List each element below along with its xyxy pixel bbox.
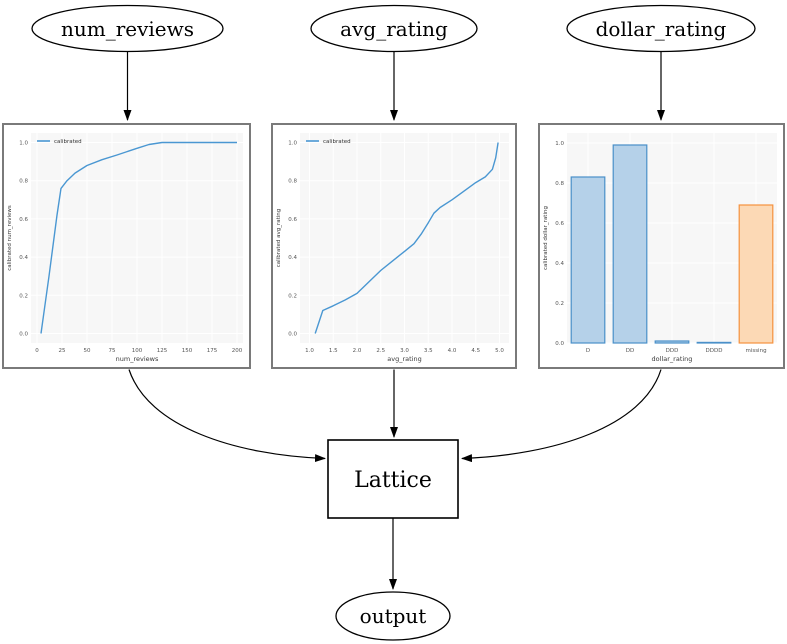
node-dollar-rating [566,4,756,53]
y-axis-label: calibrated dollar_rating [543,206,549,270]
x-tick-label: 2.0 [353,348,362,354]
y-tick-label: 0.8 [288,179,297,185]
y-tick-label: 0.4 [19,255,28,261]
calibrator-chart-num-reviews: 0 25 50 75 100 125 150 175 200 0.0 0.2 0.4 0.6 0.8 1.0… [2,123,251,369]
y-tick-label: 1.0 [19,141,28,147]
bar-missing [738,204,774,344]
x-tick-label: 75 [109,348,116,354]
y-tick-label: 0.0 [288,331,297,337]
calibrator-chart-avg-rating: 1.0 1.5 2.0 2.5 3.0 3.5 4.0 4.5 5.0 0.0 0.2 0.4 0.6 0… [271,123,517,369]
calibration-curve [314,142,499,334]
x-tick-label: 1.5 [329,348,338,354]
y-tick-label: 0.2 [288,293,297,299]
bar-DD [612,144,648,344]
x-tick-label: DDDD [706,348,723,354]
x-tick-label: 125 [157,348,168,354]
x-tick-label: 0 [35,348,39,354]
x-tick-label: 100 [132,348,143,354]
node-lattice [327,439,459,519]
x-tick-label: 4.0 [448,348,457,354]
node-avg-rating [310,4,478,53]
x-tick-label: DDD [666,348,679,354]
edge-calibrator1-to-lattice [128,369,326,463]
x-axis-label: avg_rating [387,355,421,363]
x-tick-label: missing [745,348,766,354]
node-num-reviews-label: num_reviews [61,17,194,41]
x-axis-label: num_reviews [116,355,159,363]
node-lattice-label: Lattice [354,468,432,493]
x-tick-label: 2.5 [376,348,385,354]
calibration-curve [40,141,237,334]
node-avg-rating-label: avg_rating [340,17,448,41]
y-tick-label: 0.2 [19,293,28,299]
x-axis-label: dollar_rating [652,355,693,363]
bar-DDD [654,340,690,344]
x-tick-label: D [586,348,590,354]
x-tick-label: 5.0 [495,348,504,354]
edge-calibrator3-to-lattice [461,369,662,463]
avg-rating-calibration-plot: 1.0 1.5 2.0 2.5 3.0 3.5 4.0 4.5 5.0 0.0 0.2 0.4 0.6 0… [276,133,509,363]
legend-label: calibrated [323,139,351,145]
y-tick-label: 1.0 [555,141,564,147]
node-num-reviews [31,4,224,53]
x-tick-label: 200 [232,348,243,354]
x-tick-label: 50 [84,348,91,354]
x-tick-label: 150 [182,348,193,354]
node-output [335,591,451,641]
x-tick-label: 25 [59,348,66,354]
node-dollar-rating-label: dollar_rating [596,17,727,41]
y-tick-label: 0.2 [555,301,564,307]
y-tick-label: 0.6 [19,217,28,223]
y-tick-label: 0.4 [288,255,297,261]
y-tick-label: 0.6 [288,217,297,223]
x-tick-label: DD [626,348,634,354]
y-tick-label: 0.8 [19,179,28,185]
legend-label: calibrated [54,139,82,145]
y-tick-label: 0.4 [555,261,564,267]
x-tick-label: 3.0 [400,348,409,354]
x-tick-label: 3.5 [424,348,433,354]
y-tick-label: 0.0 [555,341,564,347]
x-tick-label: 175 [207,348,218,354]
x-tick-label: 4.5 [471,348,480,354]
y-tick-label: 1.0 [288,141,297,147]
y-tick-label: 0.8 [555,181,564,187]
y-axis-label: calibrated num_reviews [7,205,13,271]
y-axis-label: calibrated avg_rating [276,209,282,268]
bar-DDDD [696,341,732,344]
x-tick-label: 1.0 [305,348,314,354]
bar-D [570,176,606,344]
num-reviews-calibration-plot: 0 25 50 75 100 125 150 175 200 0.0 0.2 0.4 0.6 0.8 1.0… [7,133,243,363]
y-tick-label: 0.0 [19,331,28,337]
y-tick-label: 0.6 [555,221,564,227]
node-output-label: output [360,604,427,628]
